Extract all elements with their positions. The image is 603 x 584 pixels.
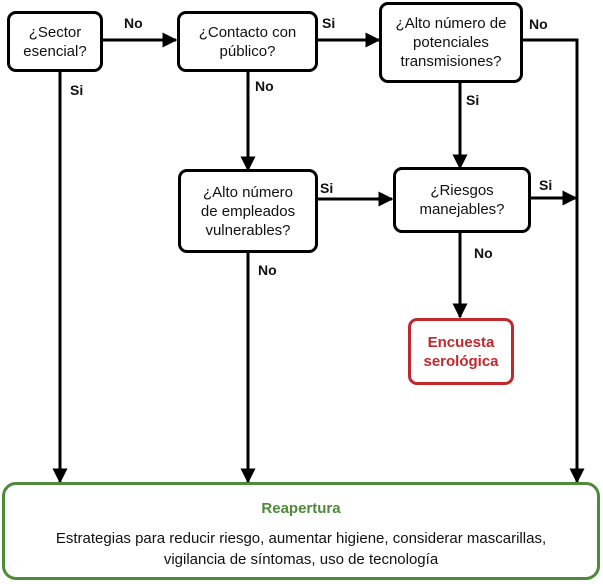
node-sector-esencial: ¿Sector esencial? [7, 11, 103, 72]
label-empleados-si: Si [320, 180, 334, 196]
node-encuesta-serologica: Encuesta serológica [408, 318, 514, 385]
label-sector-si: Si [70, 82, 84, 98]
node-riesgos-manejables: ¿Riesgos manejables? [393, 167, 531, 233]
label-transmisiones-si: Si [466, 92, 480, 108]
label-empleados-no: No [258, 262, 277, 278]
label-contacto-si: Si [322, 15, 336, 31]
node-reapertura: Reapertura Estrategias para reducir ries… [2, 482, 600, 580]
label-riesgos-si: Si [539, 177, 553, 193]
label-contacto-no: No [255, 78, 274, 94]
reapertura-description: Estrategias para reducir riesgo, aumenta… [55, 530, 547, 568]
node-contacto-publico: ¿Contacto con público? [177, 11, 318, 72]
reapertura-title: Reapertura [261, 500, 341, 517]
label-riesgos-no: No [474, 245, 493, 261]
node-alto-empleados: ¿Alto número de empleados vulnerables? [178, 169, 318, 253]
label-transmisiones-no: No [529, 16, 548, 32]
edge-transmisiones-to-reapertura [523, 38, 585, 484]
node-alto-transmisiones: ¿Alto número de potenciales transmisione… [379, 2, 523, 83]
label-sector-no: No [124, 15, 143, 31]
